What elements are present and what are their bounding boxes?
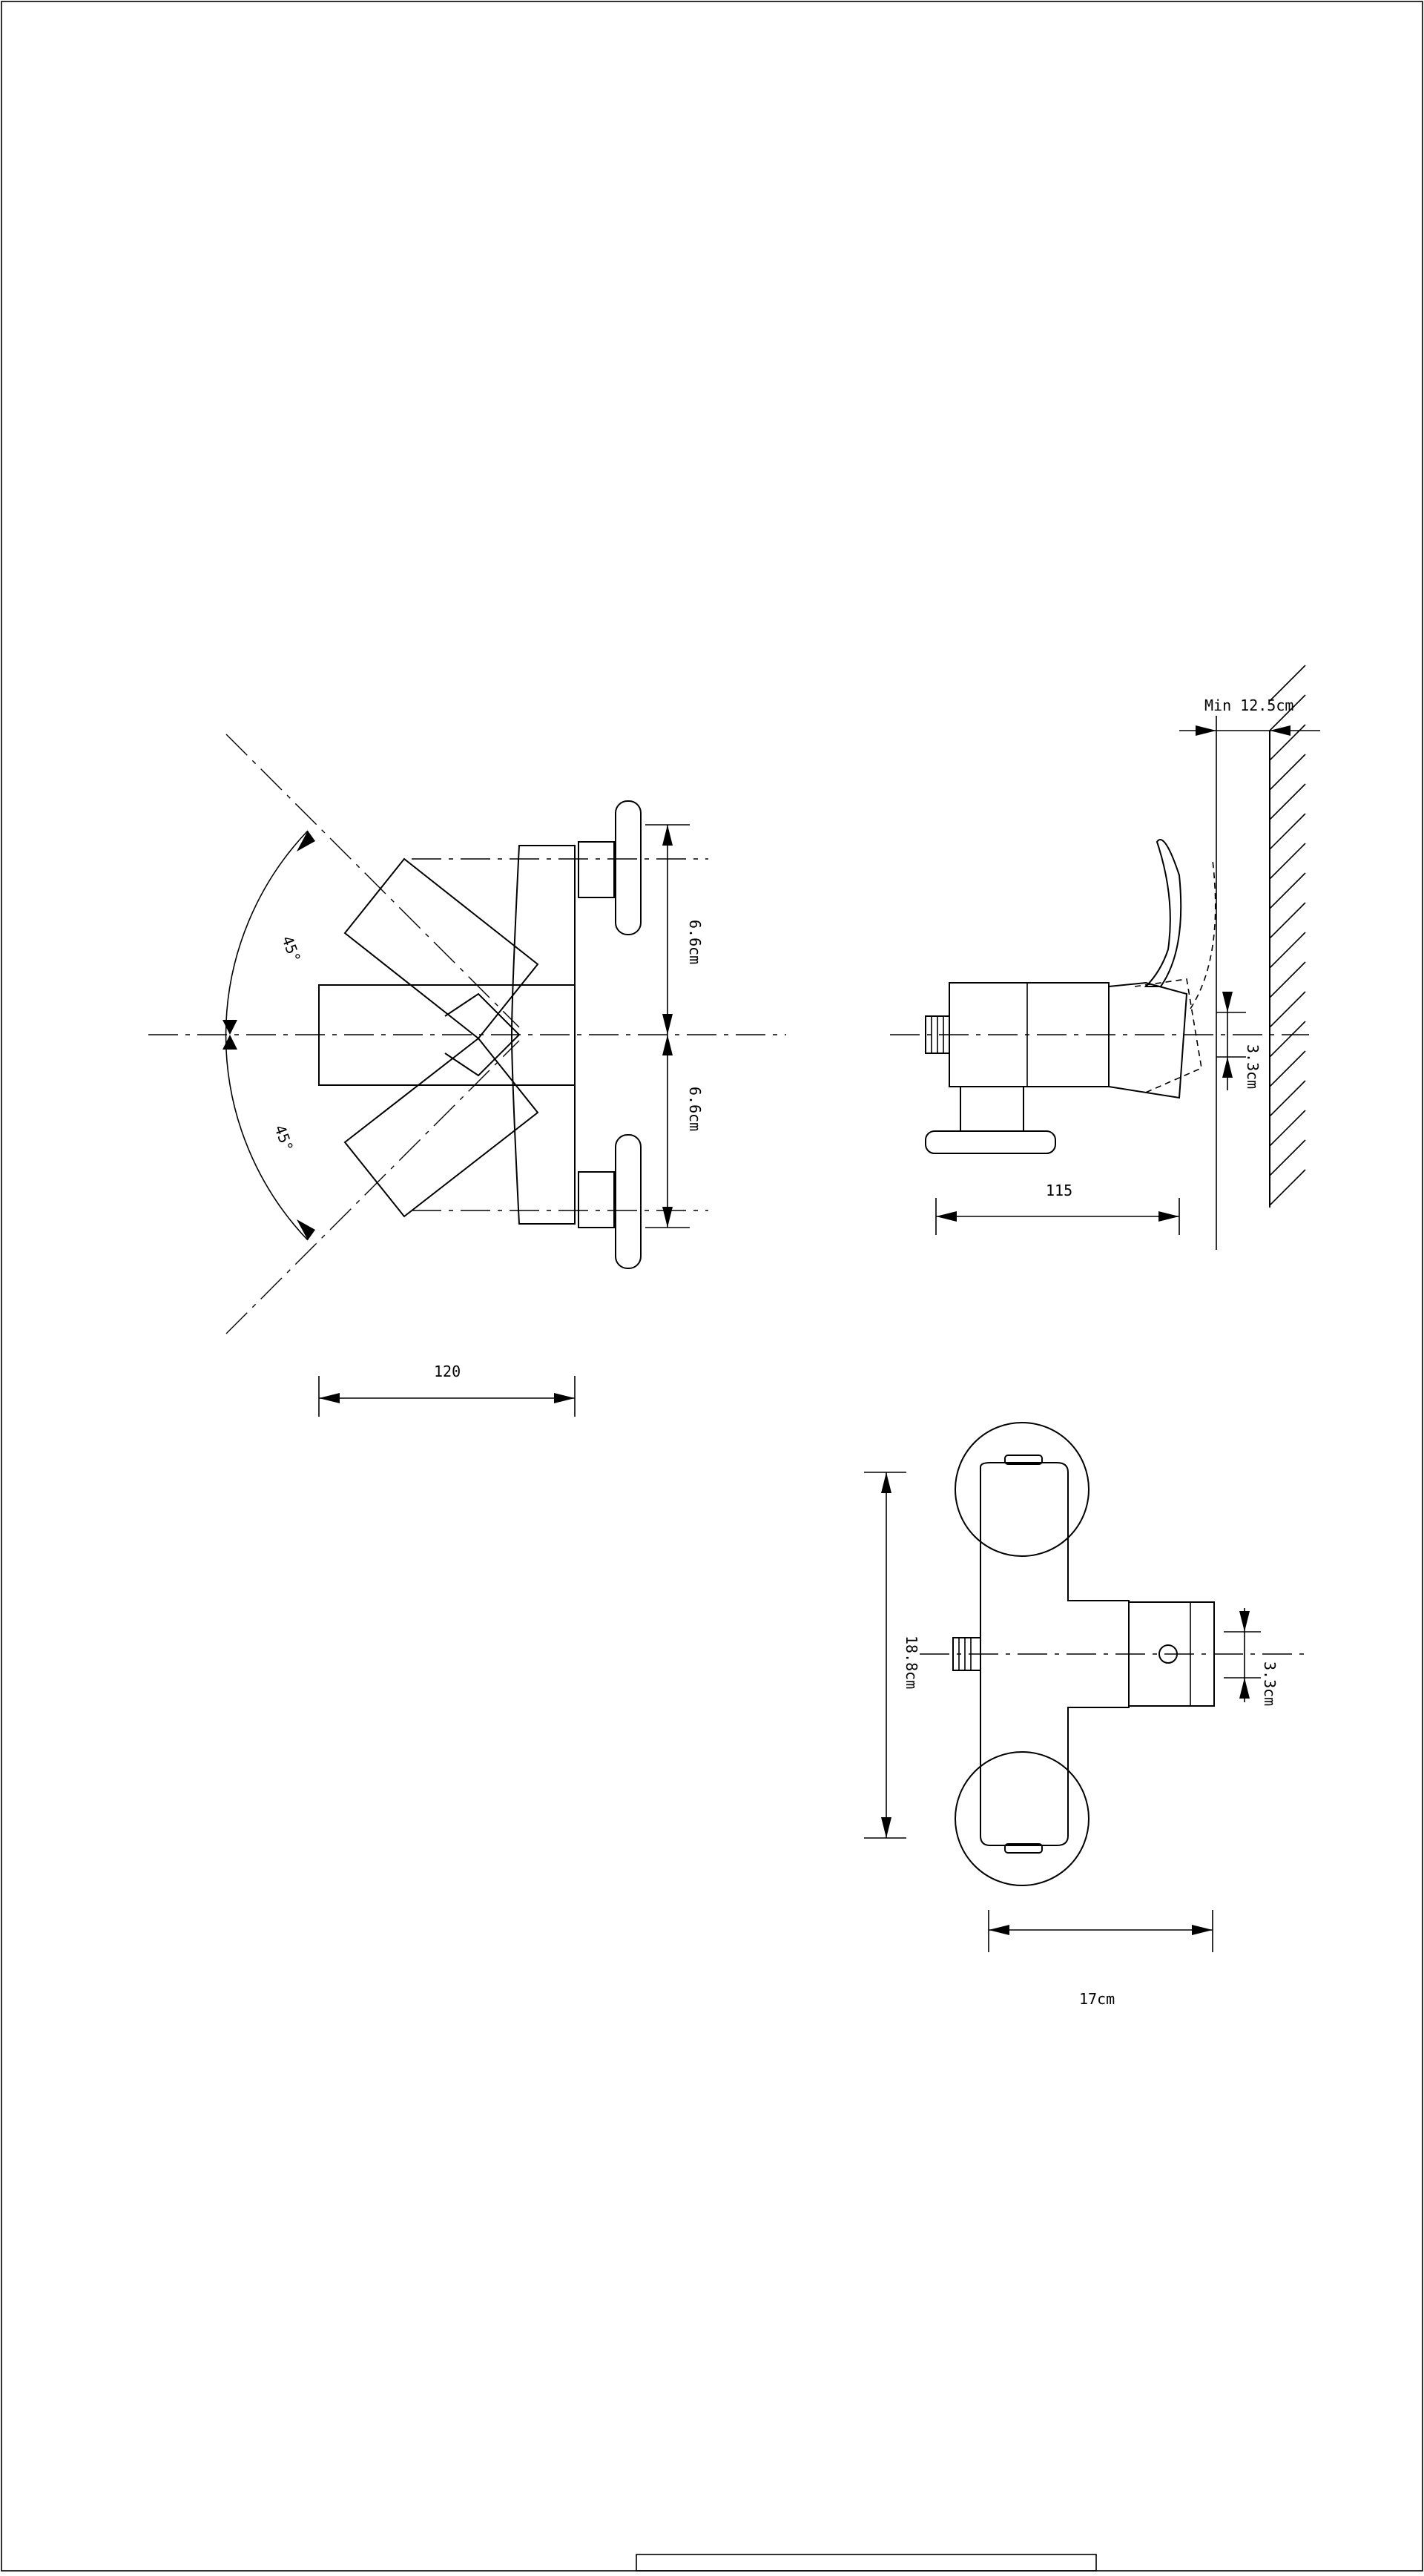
- top-view: 18.8cm 3.3cm 17cm: [864, 1422, 1309, 2008]
- front-lever-lower: [343, 1037, 539, 1218]
- top-thread: [952, 1637, 981, 1671]
- front-angle-arc: [225, 830, 309, 1241]
- top-dim-height-arrow-t: [881, 1472, 891, 1493]
- side-lever: [1144, 839, 1182, 987]
- top-dim-offset-arrow-2: [1239, 1678, 1250, 1699]
- side-cartridge-alt: [1134, 978, 1202, 1095]
- top-handle-pin: [1158, 1644, 1178, 1664]
- front-connector-bottom: [578, 1171, 615, 1228]
- top-dim-width-label: 17cm: [1079, 1990, 1115, 2008]
- top-escutcheon-bottom: [955, 1751, 1090, 1886]
- title-block: [636, 2554, 1097, 2572]
- top-cartridge: [1128, 1601, 1215, 1707]
- side-lever-alt: [1190, 860, 1216, 1009]
- side-escutcheon: [925, 1130, 1056, 1154]
- top-dim-offset-arrow-1: [1239, 1611, 1250, 1632]
- side-view: Min 12.5cm 3.3cm 115: [890, 665, 1320, 1250]
- front-dim-width-arrow-r: [554, 1393, 575, 1403]
- side-dim-length-arrow-l: [936, 1211, 957, 1222]
- front-angle-arrow-2: [222, 1020, 237, 1035]
- front-chevron: [444, 992, 521, 1077]
- side-dim-min-arrow-l: [1196, 725, 1216, 736]
- side-dim-offset-label: 3.3cm: [1244, 1044, 1262, 1089]
- front-dim-arrow-2: [662, 1014, 673, 1035]
- front-dim-width-arrow-l: [319, 1393, 340, 1403]
- front-angle-arrow-1: [297, 831, 315, 851]
- top-dim-width-arrow-l: [989, 1925, 1009, 1935]
- top-nozzle-bottom: [1004, 1843, 1043, 1854]
- front-dim-arrow-1: [662, 825, 673, 846]
- side-dim-min-arrow-r: [1270, 725, 1290, 736]
- front-connector-top: [578, 841, 615, 898]
- front-dim-width-label: 120: [434, 1363, 461, 1380]
- front-angle-arrow-3: [222, 1035, 237, 1050]
- front-dim-upper-label: 6.6cm: [686, 920, 704, 964]
- side-dim-length-arrow-r: [1158, 1211, 1179, 1222]
- front-lever-upper: [343, 857, 539, 1040]
- side-dim-offset-arrow-2: [1222, 1057, 1233, 1078]
- front-dim-arrow-4: [662, 1207, 673, 1228]
- front-construction-upper: [225, 734, 520, 1028]
- side-cartridge: [1108, 981, 1188, 1099]
- side-dim-offset-arrow-1: [1222, 992, 1233, 1012]
- top-dim-width-arrow-r: [1192, 1925, 1213, 1935]
- front-angle-arrow-4: [297, 1219, 315, 1240]
- side-dim-min-label: Min 12.5cm: [1204, 696, 1293, 714]
- top-dim-height-label: 18.8cm: [903, 1635, 920, 1689]
- front-construction-lower: [225, 1040, 520, 1334]
- top-dim-height-arrow-b: [881, 1817, 891, 1838]
- top-nozzle-top: [1004, 1455, 1043, 1465]
- front-plate: [510, 845, 576, 1225]
- front-view: 45° 45° 6.6cm 6.6cm 120: [148, 734, 786, 1417]
- side-wall-hatch: [1269, 665, 1306, 1206]
- front-dim-lower-label: 6.6cm: [686, 1087, 704, 1131]
- side-dim-length-label: 115: [1046, 1182, 1072, 1199]
- top-dim-offset-label: 3.3cm: [1261, 1661, 1279, 1706]
- front-dim-arrow-3: [662, 1035, 673, 1055]
- top-body: [980, 1462, 1130, 1846]
- top-escutcheon-top: [955, 1422, 1090, 1557]
- front-angle-upper-label: 45°: [278, 934, 304, 965]
- side-nut: [960, 1086, 1024, 1132]
- front-angle-lower-label: 45°: [271, 1123, 297, 1154]
- front-escutcheon-top: [615, 800, 642, 935]
- front-escutcheon-bottom: [615, 1134, 642, 1269]
